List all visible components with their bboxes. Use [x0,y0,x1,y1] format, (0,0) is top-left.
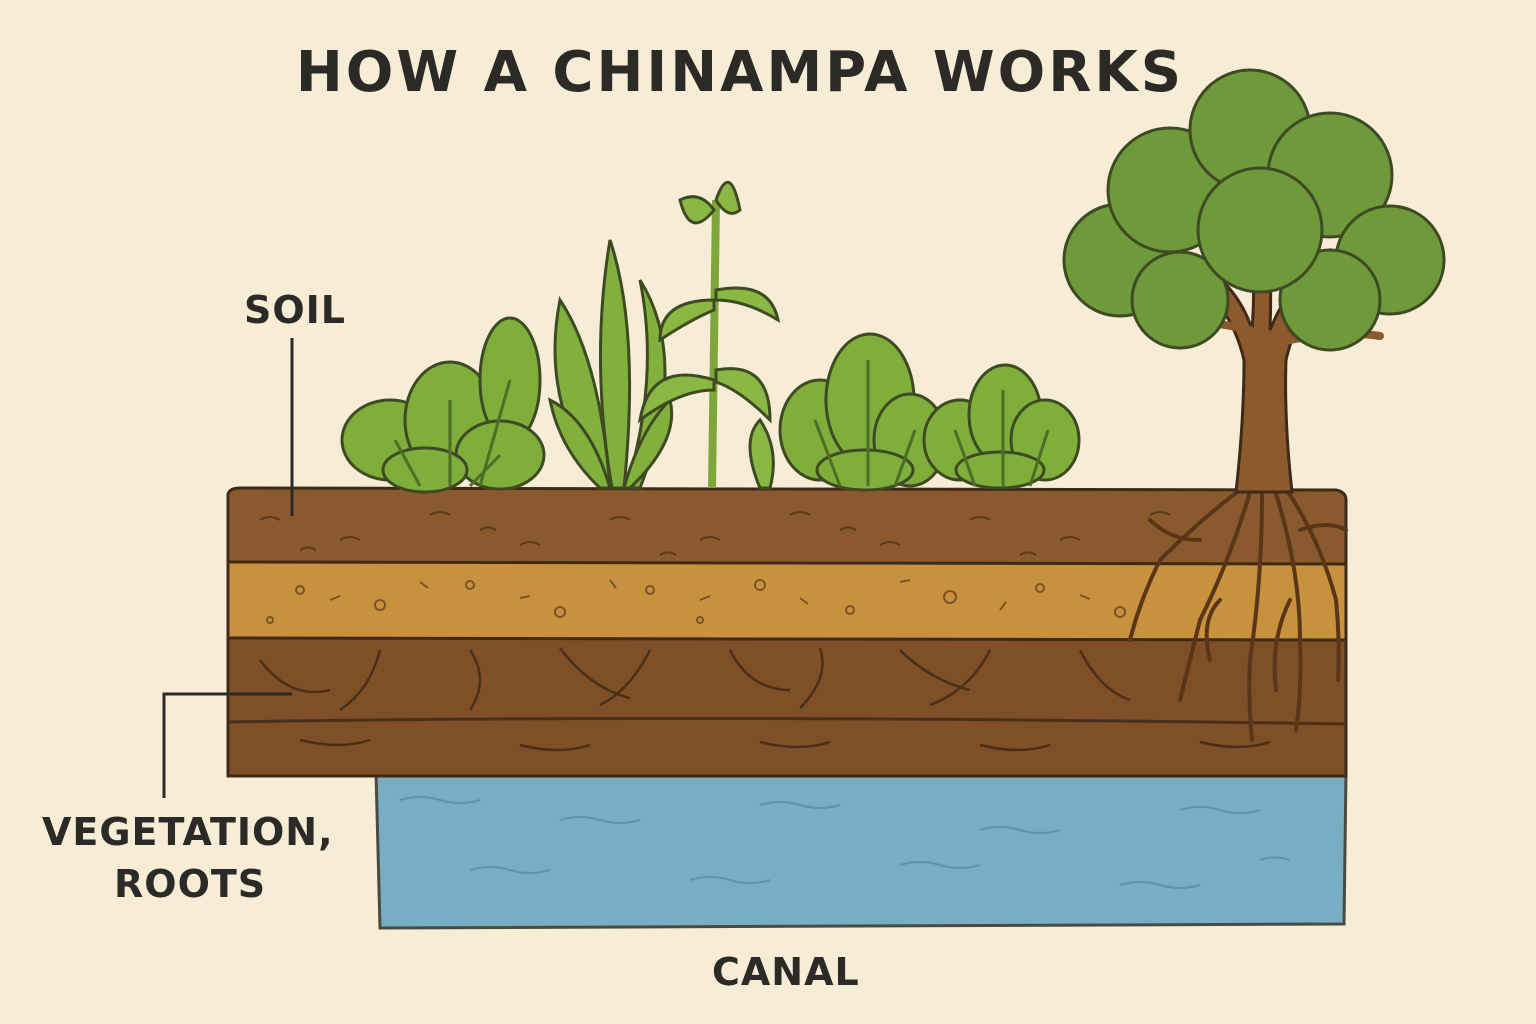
tree-icon [1062,68,1446,494]
vegetation-leader-line [162,692,292,798]
tree-roots-icon [1128,488,1348,742]
vegetation-roots-layer [226,634,1348,778]
vegetation-label-line2: ROOTS [114,862,267,906]
lettuce-plant-icon [340,316,546,494]
soil-label: SOIL [244,288,347,332]
lettuce-plant-icon [922,363,1081,490]
canal-water-icon [374,770,1348,930]
soil-layer [226,486,1348,566]
canal-label: CANAL [712,950,860,994]
sand-layer [226,558,1348,642]
page-title: HOW A CHINAMPA WORKS [295,40,1185,105]
vegetation-label-line1: VEGETATION, [42,810,334,854]
vegetation-roots-label: VEGETATION, ROOTS [42,806,334,910]
corn-plant-icon [637,180,781,490]
leafy-plant-icon [547,239,674,490]
lettuce-plant-icon [778,332,948,492]
